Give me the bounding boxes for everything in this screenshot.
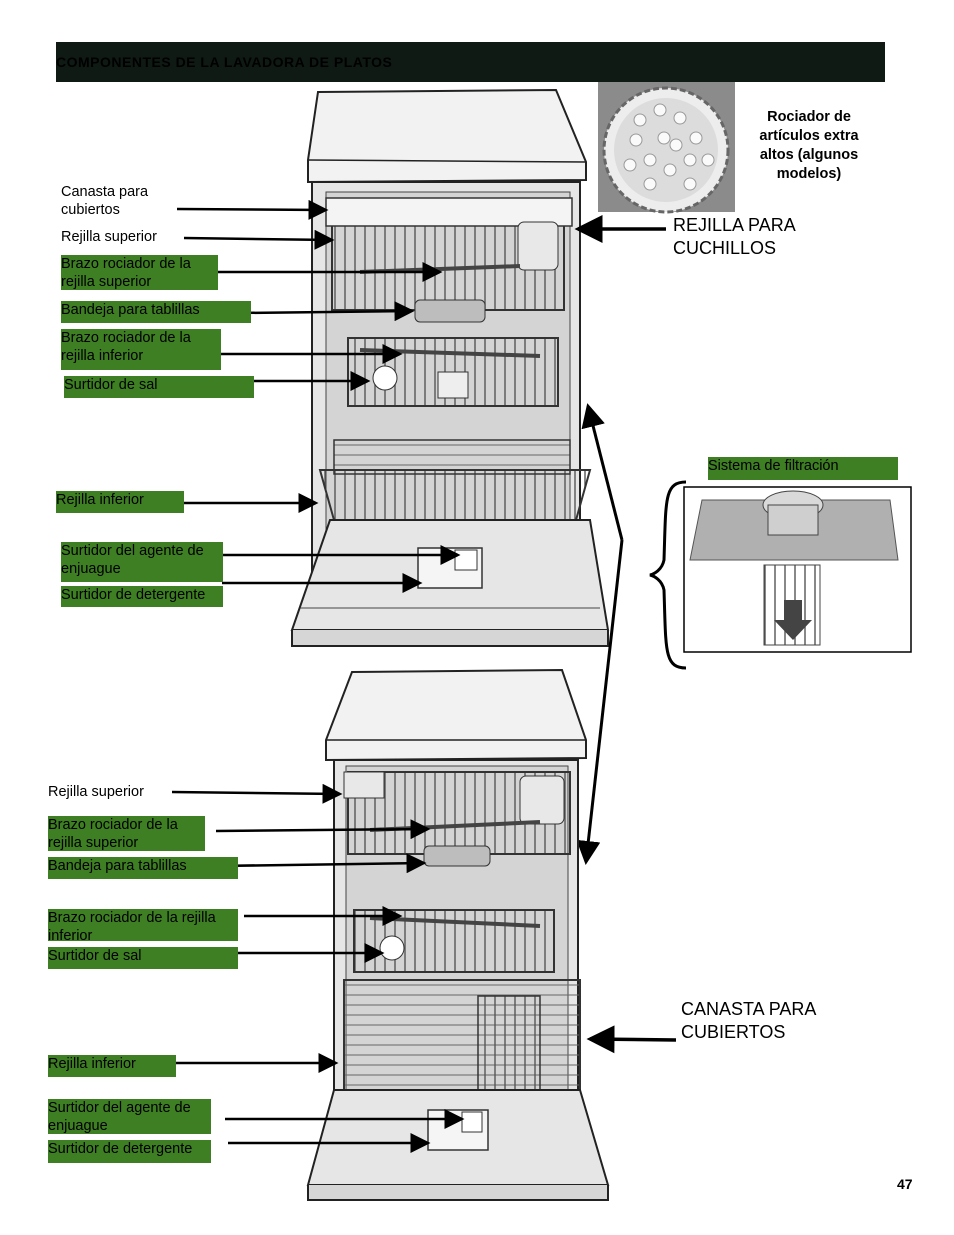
label-bottom-lower-spray-arm: Brazo rociador de la rejilla inferior <box>48 909 238 944</box>
label-bottom-upper-spray-arm: Brazo rociador de la rejilla superior <box>48 816 205 851</box>
link-arrow-down <box>576 539 624 865</box>
label-top-lower-spray-arm: Brazo rociador de la rejilla inferior <box>61 329 221 370</box>
label-top-tines-tray: Bandeja para tablillas <box>61 301 251 323</box>
label-top-salt-dispenser: Surtidor de sal <box>64 376 254 398</box>
label-bottom-lower-rack: Rejilla inferior <box>48 1055 176 1077</box>
filter-brace <box>649 480 687 670</box>
label-bottom-rinse-aid: Surtidor del agente de enjuague <box>48 1099 211 1134</box>
label-top-upper-rack: Rejilla superior <box>61 229 157 245</box>
cutlery-basket-arrow <box>586 1025 677 1054</box>
label-bottom-tines-tray: Bandeja para tablillas <box>48 857 238 879</box>
cutlery-basket-label: CANASTA PARA CUBIERTOS <box>681 999 816 1042</box>
section-header-bar: COMPONENTES DE LA LAVADORA DE PLATOS <box>56 42 885 82</box>
label-bottom-upper-rack: Rejilla superior <box>48 784 144 800</box>
dishwasher-top-illustration <box>290 88 610 647</box>
filter-system-label: Sistema de filtración <box>708 457 898 480</box>
bottom-leader-lines <box>162 783 465 1153</box>
link-arrow-up <box>581 403 624 541</box>
label-bottom-detergent: Surtidor de detergente <box>48 1140 211 1163</box>
spray-head-label: Rociador de artículos extra altos (algun… <box>759 109 859 182</box>
spray-head-image <box>598 82 735 214</box>
filter-system-image <box>683 486 912 653</box>
label-bottom-salt-dispenser: Surtidor de sal <box>48 947 238 969</box>
knife-rack-label: REJILLA PARA CUCHILLOS <box>673 215 795 258</box>
label-top-rinse-aid: Surtidor del agente de enjuague <box>61 542 223 582</box>
section-title: COMPONENTES DE LA LAVADORA DE PLATOS <box>56 54 393 70</box>
label-top-detergent: Surtidor de detergente <box>61 586 223 607</box>
label-top-upper-spray-arm: Brazo rociador de la rejilla superior <box>61 255 218 290</box>
dishwasher-bottom-illustration <box>306 668 610 1201</box>
label-top-cutlery-basket: Canasta para cubiertos <box>61 184 149 218</box>
page-number: 47 <box>897 1176 913 1192</box>
label-top-lower-rack: Rejilla inferior <box>56 491 184 513</box>
